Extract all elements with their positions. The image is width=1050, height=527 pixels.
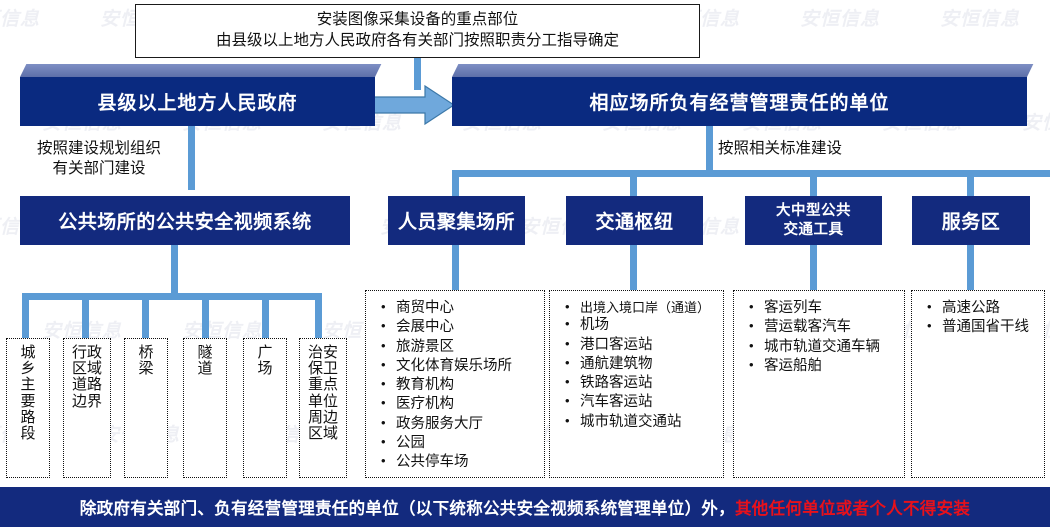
list-item: 客运船舶 [749,356,900,376]
list-item: 公共停车场 [381,452,540,472]
connector-drop-leaf-2 [82,293,89,338]
connector-drop-servicearea [967,170,974,198]
edge-label-left: 按照建设规划组织 有关部门建设 [14,139,184,179]
box-county-government-label: 县级以上地方人民政府 [20,77,375,126]
connector-vehicle-to-list [810,245,817,290]
list-item: 城市轨道交通站 [565,412,719,432]
list-item: 客运列车 [749,298,900,318]
bottom-banner: 除政府有关部门、负有经营管理责任的单位（以下统称公共安全视频系统管理单位）外，其… [0,487,1050,527]
connector-servicearea-to-list [967,245,974,290]
list-item: 政务服务大厅 [381,414,540,434]
list-item: 城市轨道交通车辆 [749,337,900,357]
list-item: 普通国省干线 [927,317,1040,337]
box-public-transport-vehicles[interactable]: 大中型公共 交通工具 [745,196,882,245]
arrow-right-icon [373,85,455,125]
connector-drop-hub [630,170,637,198]
leaf-tunnels[interactable]: 隧道 [183,338,227,478]
leaf-label: 隧道 [197,344,213,378]
box-responsible-unit-label: 相应场所负有经营管理责任的单位 [452,77,1027,126]
public-transport-list: 客运列车 营运载客汽车 城市轨道交通车辆 客运船舶 [738,298,900,376]
box-public-video-system-label: 公共场所的公共安全视频系统 [58,212,312,233]
leaf-label: 行政区域道路边界 [71,344,102,410]
list-item: 教育机构 [381,375,540,395]
connector-crowd-to-list [452,245,459,290]
connector-drop-leaf-1 [22,293,29,338]
leaf-label: 治安保卫重点单位周边区域 [307,344,338,442]
edge-label-right: 按照相关标准建设 [718,139,908,159]
edge-label-right-line1: 按照相关标准建设 [718,140,843,157]
leaf-label: 桥梁 [138,344,154,378]
box-public-transport-vehicles-label-line1: 大中型公共 [776,203,851,220]
connector-callout-stem [414,58,421,90]
watermark-text: 安恒信息 [0,9,41,30]
list-item: 出境入境口岸（通道） [565,298,719,316]
box-crowd-gathering-places-label: 人员聚集场所 [397,212,515,233]
edge-label-left-line2: 有关部门建设 [52,160,146,178]
list-item: 医疗机构 [381,394,540,414]
list-item: 公园 [381,433,540,453]
callout-line-2: 由县级以上地方人民政府各有关部门按照职责分工指导确定 [215,32,619,49]
box-public-transport-vehicles-label-line2: 交通工具 [783,221,844,238]
connector-drop-leaf-6 [315,293,322,338]
box-bevel [20,64,382,77]
banner-normal-text: 除政府有关部门、负有经营管理责任的单位（以下统称公共安全视频系统管理单位）外， [79,500,735,518]
connector-left-bus [22,293,322,300]
service-area-list: 高速公路 普通国省干线 [916,298,1040,338]
connector-drop-vehicle [810,170,817,198]
connector-drop-leaf-3 [142,293,149,338]
connector-system-stem [171,245,178,293]
leaf-label: 广场 [257,344,273,378]
connector-right-bus [452,170,1050,177]
callout-box: 安装图像采集设备的重点部位 由县级以上地方人民政府各有关部门按照职责分工指导确定 [135,4,700,58]
list-item: 港口客运站 [565,335,719,355]
panel-crowd-gathering-list[interactable]: 商贸中心 会展中心 旅游景区 文化体育娱乐场所 教育机构 医疗机构 政务服务大厅… [365,290,545,478]
box-transport-hub[interactable]: 交通枢纽 [566,196,703,245]
box-service-area-label: 服务区 [941,212,1001,233]
leaf-security-key-units-perimeter[interactable]: 治安保卫重点单位周边区域 [299,338,347,478]
box-public-video-system[interactable]: 公共场所的公共安全视频系统 [20,196,350,245]
box-service-area[interactable]: 服务区 [912,196,1030,245]
connector-drop-crowd [452,170,459,198]
callout-line-1: 安装图像采集设备的重点部位 [316,11,519,29]
list-item: 高速公路 [927,298,1040,318]
connector-right-top-stem [706,126,713,170]
box-bevel [452,64,1034,77]
list-item: 营运载客汽车 [749,317,900,337]
list-item: 文化体育娱乐场所 [381,356,540,376]
list-item: 汽车客运站 [565,392,719,412]
panel-service-area-list[interactable]: 高速公路 普通国省干线 [911,290,1045,478]
connector-drop-leaf-4 [202,293,209,338]
list-item: 通航建筑物 [565,354,719,374]
list-item: 旅游景区 [381,337,540,357]
connector-drop-leaf-5 [262,293,269,338]
leaf-label: 城乡主要路段 [20,344,36,442]
box-responsible-unit[interactable]: 相应场所负有经营管理责任的单位 [452,64,1034,126]
list-item: 机场 [565,315,719,335]
box-crowd-gathering-places[interactable]: 人员聚集场所 [388,196,525,245]
panel-transport-hub-list[interactable]: 出境入境口岸（通道） 机场 港口客运站 通航建筑物 铁路客运站 汽车客运站 城市… [549,290,724,478]
list-item: 会展中心 [381,317,540,337]
box-transport-hub-label: 交通枢纽 [595,212,674,233]
banner-highlight-text: 其他任何单位或者个人不得安装 [735,500,971,518]
panel-public-transport-list[interactable]: 客运列车 营运载客汽车 城市轨道交通车辆 客运船舶 [733,290,905,478]
connector-left-top-stem [188,126,195,190]
connector-hub-to-list [630,245,637,290]
crowd-gathering-list: 商贸中心 会展中心 旅游景区 文化体育娱乐场所 教育机构 医疗机构 政务服务大厅… [370,298,540,473]
edge-label-left-line1: 按照建设规划组织 [36,140,161,157]
list-item: 铁路客运站 [565,373,719,393]
watermark-text: 安恒信息 [940,9,1021,30]
box-county-government[interactable]: 县级以上地方人民政府 [20,64,382,126]
leaf-urban-rural-main-roads[interactable]: 城乡主要路段 [6,338,50,478]
leaf-bridges[interactable]: 桥梁 [124,338,168,478]
watermark-text: 安恒信息 [800,9,881,30]
transport-hub-list: 出境入境口岸（通道） 机场 港口客运站 通航建筑物 铁路客运站 汽车客运站 城市… [554,298,719,432]
leaf-administrative-road-boundary[interactable]: 行政区域道路边界 [63,338,111,478]
leaf-squares[interactable]: 广场 [243,338,287,478]
list-item: 商贸中心 [381,298,540,318]
